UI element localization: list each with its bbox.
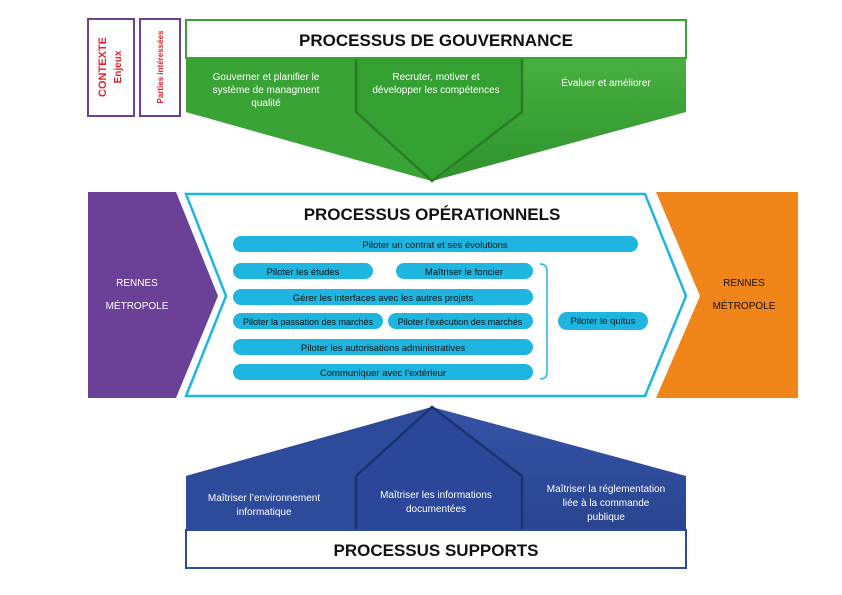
supports-title: PROCESSUS SUPPORTS (334, 541, 539, 560)
support-item-documents: Maîtriser les informations documentées (380, 490, 492, 515)
svg-text:Maîtriser la réglementation: Maîtriser la réglementation (547, 484, 665, 495)
context-box: CONTEXTE Enjeux (87, 18, 135, 117)
svg-text:Piloter les études: Piloter les études (267, 267, 340, 278)
right-arrow-line2: MÉTROPOLE (713, 299, 776, 312)
grouping-bracket (539, 263, 548, 380)
svg-text:Évaluer et améliorer: Évaluer et améliorer (561, 76, 651, 89)
svg-text:informatique: informatique (236, 507, 291, 518)
pill-authorizations: Piloter les autorisations administrative… (233, 339, 533, 355)
svg-text:Communiquer avec l’extérieur: Communiquer avec l’extérieur (320, 368, 446, 379)
support-item-it: Maîtriser l’environnement informatique (208, 493, 320, 518)
svg-text:Maîtriser l’environnement: Maîtriser l’environnement (208, 493, 320, 504)
governance-item-recruit: Recruter, motiver et développer les comp… (372, 72, 499, 96)
svg-text:Gérer les interfaces avec les: Gérer les interfaces avec les autres pro… (293, 293, 474, 304)
svg-text:système de managment: système de managment (213, 85, 320, 96)
supports-block: PROCESSUS SUPPORTS (185, 405, 687, 569)
svg-text:Maîtriser les informations: Maîtriser les informations (380, 490, 492, 501)
left-arrow-line2: MÉTROPOLE (106, 299, 169, 312)
stakeholders-box: Parties intéressées (139, 18, 181, 117)
support-item-regulation: Maîtriser la réglementation liée à la co… (547, 484, 665, 523)
svg-text:développer les compétences: développer les compétences (372, 85, 499, 96)
left-arrow-rennes-metropole: RENNES MÉTROPOLE (88, 192, 218, 398)
pill-execution: Piloter l’exécution des marchés (388, 313, 533, 329)
svg-text:documentées: documentées (406, 504, 466, 515)
left-arrow-line1: RENNES (116, 278, 158, 289)
right-arrow-line1: RENNES (723, 278, 765, 289)
svg-text:publique: publique (587, 512, 625, 523)
stakeholders-label: Parties intéressées (156, 30, 165, 103)
svg-text:Piloter la passation des march: Piloter la passation des marchés (243, 317, 374, 327)
svg-text:Maîtriser le foncier: Maîtriser le foncier (425, 267, 503, 278)
svg-text:Gouverner et planifier le: Gouverner et planifier le (213, 72, 320, 83)
svg-text:Piloter l’exécution des marché: Piloter l’exécution des marchés (398, 317, 523, 327)
svg-text:Piloter les autorisations admi: Piloter les autorisations administrative… (301, 343, 465, 354)
right-arrow-rennes-metropole: RENNES MÉTROPOLE (656, 192, 798, 398)
governance-item-evaluate: Évaluer et améliorer (561, 76, 651, 89)
pill-studies: Piloter les études (233, 263, 373, 279)
pill-quitus: Piloter le quitus (558, 312, 648, 330)
svg-text:Recruter, motiver et: Recruter, motiver et (392, 72, 479, 83)
governance-item-plan: Gouverner et planifier le système de man… (213, 72, 320, 109)
pill-procurement: Piloter la passation des marchés (233, 313, 383, 329)
pill-contract: Piloter un contrat et ses évolutions (233, 236, 638, 252)
issues-label: Enjeux (113, 50, 124, 83)
governance-block: PROCESSUS DE GOUVERNANCE (185, 19, 687, 183)
pill-communication: Communiquer avec l’extérieur (233, 364, 533, 380)
operational-title: PROCESSUS OPÉRATIONNELS (304, 205, 561, 224)
svg-text:liée à la commande: liée à la commande (563, 498, 650, 509)
svg-text:qualité: qualité (251, 98, 281, 109)
svg-text:Piloter un contrat et ses évol: Piloter un contrat et ses évolutions (362, 240, 507, 251)
context-label: CONTEXTE (97, 37, 109, 97)
governance-title: PROCESSUS DE GOUVERNANCE (299, 31, 573, 50)
pill-land: Maîtriser le foncier (396, 263, 533, 279)
pill-interfaces: Gérer les interfaces avec les autres pro… (233, 289, 533, 305)
svg-text:Piloter le quitus: Piloter le quitus (571, 316, 636, 327)
